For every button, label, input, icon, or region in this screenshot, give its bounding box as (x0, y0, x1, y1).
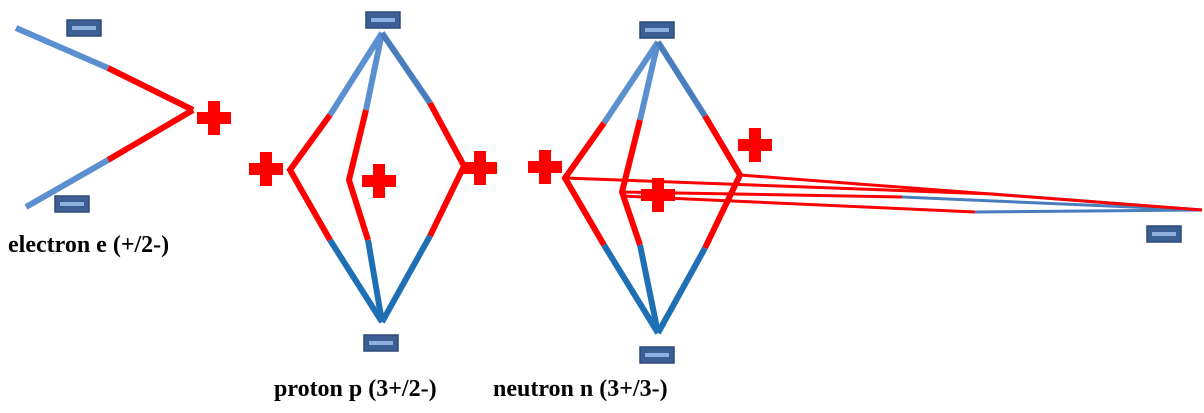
proton-left-upper-blue (327, 31, 385, 117)
neutron-tail-lower-blue (974, 208, 1203, 214)
proton-mid-red (345, 109, 371, 241)
electron-upper-blue-segment (14, 25, 110, 71)
proton-left-plus-icon (249, 152, 283, 186)
neutron-mid-upper-blue (637, 41, 661, 121)
electron-diagram (14, 25, 195, 210)
neutron-tail-lower-red (621, 194, 976, 214)
neutron-top-minus-icon (639, 21, 675, 39)
neutron-mid-red (618, 119, 643, 246)
proton-bottom-minus-icon (363, 334, 399, 352)
neutron-tail-upper-red (564, 176, 994, 196)
proton-mid-lower-blue (365, 239, 385, 323)
proton-left-red (286, 113, 333, 242)
proton-right-red (427, 101, 468, 238)
proton-right-lower-blue (379, 234, 433, 324)
proton-mid-upper-blue (363, 32, 385, 111)
neutron-caption: neutron n (3+/3-) (493, 376, 668, 402)
proton-diagram (286, 31, 468, 324)
neutron-tail-minus-icon (1146, 225, 1182, 243)
proton-left-lower-blue (327, 238, 385, 324)
neutron-mid-lower-blue (637, 244, 661, 334)
electron-lower-red-segment (106, 107, 195, 163)
neutron-right-lower-blue (655, 246, 708, 335)
electron-upper-minus-icon (66, 19, 102, 37)
electron-caption: electron e (+/2-) (8, 232, 170, 258)
neutron-left-upper-blue (601, 40, 661, 125)
proton-top-minus-icon (365, 11, 401, 29)
proton-right-upper-blue (379, 31, 433, 105)
proton-right-plus-icon (463, 151, 497, 185)
neutron-bottom-minus-icon (639, 346, 675, 364)
electron-plus-icon (197, 101, 231, 135)
electron-lower-minus-icon (54, 195, 90, 213)
neutron-tail (564, 173, 1203, 214)
neutron-tail-right-red (739, 173, 1203, 212)
proton-caption: proton p (3+/2-) (274, 376, 437, 402)
electron-upper-red-segment (106, 65, 195, 113)
neutron-right-upper-blue (655, 40, 708, 118)
neutron-right-plus-icon (738, 128, 772, 162)
neutron-left-red (561, 121, 607, 247)
electron-lower-blue-segment (24, 157, 110, 210)
neutron-left-plus-icon (528, 150, 562, 184)
proton-center-plus-icon (362, 164, 396, 198)
neutron-left-lower-blue (601, 243, 661, 335)
neutron-tail-middle-blue (901, 195, 1203, 212)
